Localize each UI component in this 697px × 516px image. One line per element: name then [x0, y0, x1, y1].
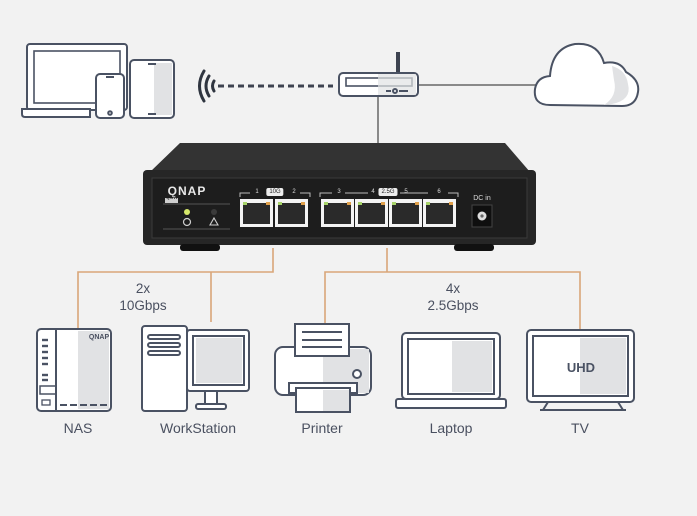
connection-lines	[77, 84, 581, 330]
port-5-label: 5	[404, 189, 408, 195]
group-10g-count: 2x	[135, 281, 151, 296]
device-label-printer: Printer	[301, 420, 343, 436]
device-label-laptop: Laptop	[429, 420, 473, 436]
printer-icon	[274, 323, 372, 413]
cloud-icon	[533, 42, 640, 108]
group-2.5g-count: 4x	[445, 281, 461, 296]
device-label-tv: TV	[571, 420, 589, 436]
10g-link-line	[77, 248, 274, 330]
dc-in-label: DC in	[473, 195, 491, 202]
ethernet-port-1	[240, 199, 273, 227]
port-3-label: 3	[337, 189, 341, 195]
network-switch	[143, 143, 536, 251]
ethernet-port-2	[275, 199, 308, 227]
ethernet-port-6	[423, 199, 456, 227]
status-led	[211, 209, 217, 215]
port-6-label: 6	[437, 189, 441, 195]
nas-brand: QNAP	[88, 334, 110, 341]
device-label-workstation: WorkStation	[160, 420, 236, 436]
device-label-nas: NAS	[63, 420, 93, 436]
warning-icon	[209, 216, 219, 226]
ethernet-port-5	[389, 199, 422, 227]
ethernet-port-3	[321, 199, 354, 227]
ethernet-port-4	[355, 199, 388, 227]
wifi-signal-icon	[198, 69, 216, 103]
badge-2.5g: 2.5G	[378, 188, 398, 196]
2.5g-link-line	[324, 248, 581, 330]
nas-icon	[36, 328, 112, 412]
tv-icon: UHD	[526, 329, 635, 411]
group-2.5g-speed: 2.5Gbps	[427, 298, 479, 313]
port-1-label: 1	[255, 189, 259, 195]
laptop-phone-tablet-icon	[21, 43, 175, 119]
power-led	[184, 209, 190, 215]
switch-brand: QNAP	[167, 184, 207, 198]
group-10g-speed: 10Gbps	[119, 298, 167, 313]
laptop-icon	[395, 332, 507, 409]
workstation-icon	[141, 325, 250, 412]
switch-series: QSW	[166, 195, 178, 201]
port-4-label: 4	[371, 189, 375, 195]
power-icon	[182, 217, 192, 227]
router-icon	[338, 52, 419, 97]
port-2-label: 2	[292, 189, 296, 195]
tv-screen-text: UHD	[567, 360, 595, 375]
badge-10g: 10G	[266, 188, 284, 196]
